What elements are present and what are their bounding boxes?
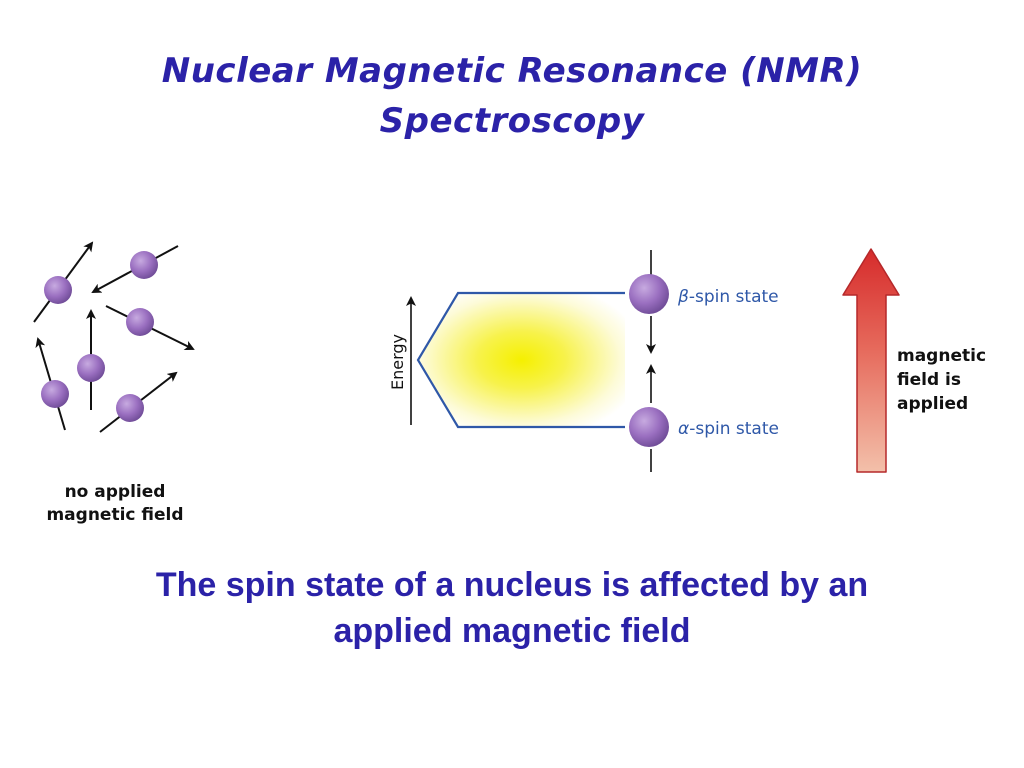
slide-caption: The spin state of a nucleus is affected … bbox=[0, 562, 1024, 654]
alpha-nucleus bbox=[629, 364, 669, 472]
no-field-label-line-1: no applied bbox=[65, 482, 166, 502]
nucleus-4 bbox=[77, 309, 105, 410]
beta-spin-label: β-spin state bbox=[677, 287, 779, 307]
energy-split-shape bbox=[416, 291, 625, 429]
random-nuclei-group bbox=[33, 241, 195, 433]
beta-symbol: β bbox=[677, 287, 689, 307]
field-applied-label-line-1: magnetic bbox=[897, 346, 986, 366]
no-field-label-line-2: magnetic field bbox=[46, 505, 183, 525]
beta-nucleus bbox=[629, 250, 669, 354]
magnetic-field-arrow bbox=[842, 248, 900, 473]
title-line-1: Nuclear Magnetic Resonance (NMR) bbox=[161, 51, 863, 91]
beta-text: -spin state bbox=[689, 287, 779, 307]
field-applied-label-line-3: applied bbox=[897, 394, 968, 414]
caption-line-1: The spin state of a nucleus is affected … bbox=[155, 566, 869, 604]
alpha-text: -spin state bbox=[689, 419, 779, 439]
caption-line-2: applied magnetic field bbox=[333, 612, 691, 650]
nucleus-2 bbox=[91, 245, 179, 293]
alpha-spin-label: α-spin state bbox=[678, 419, 779, 439]
energy-axis-label: Energy bbox=[388, 334, 407, 390]
nucleus-1 bbox=[33, 241, 94, 323]
nucleus-5 bbox=[35, 337, 69, 431]
title-line-2: Spectroscopy bbox=[379, 101, 645, 141]
alpha-symbol: α bbox=[678, 419, 689, 439]
slide-title: Nuclear Magnetic Resonance (NMR) Spectro… bbox=[0, 46, 1024, 146]
nucleus-6 bbox=[99, 371, 178, 433]
nucleus-3 bbox=[105, 305, 195, 350]
field-applied-label-line-2: field is bbox=[897, 370, 961, 390]
